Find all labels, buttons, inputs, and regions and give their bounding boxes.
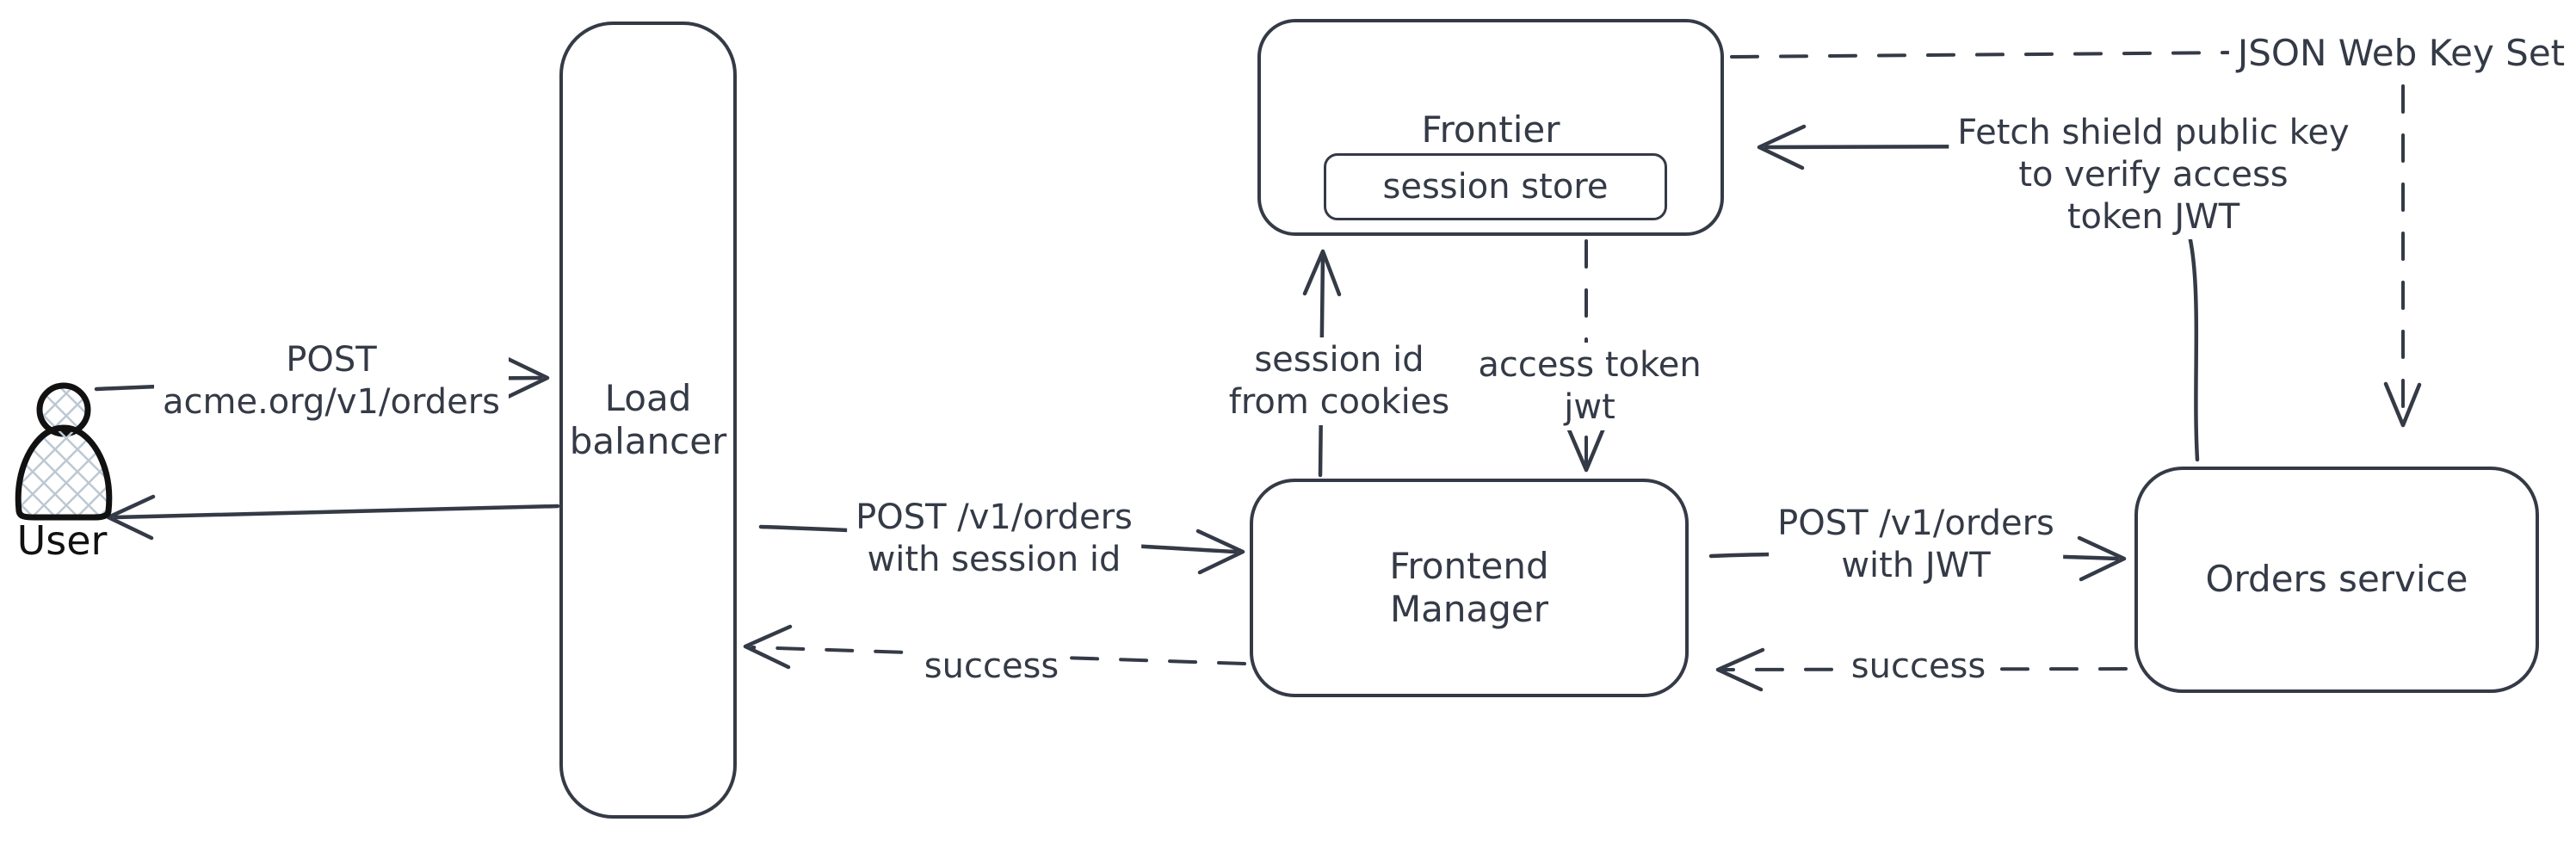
edge-label-success-orders: success [1842,644,1995,689]
edge-frontier-to-jwks-line [1730,51,2236,59]
node-frontier: Frontier session store [1257,19,1724,236]
arrowhead-down-jwks-to-orders [2383,381,2422,428]
edge-label-fetch-public-key: Fetch shield public key to verify access… [1949,110,2358,240]
user-icon [15,382,113,521]
arrowhead-left-orders-to-frontier [1757,124,1807,170]
arrowhead-down-frontier-to-fm [1566,425,1606,473]
arrowhead-left-lb-to-user [106,494,156,541]
arrowhead-left-fm-to-lb [743,624,793,670]
frontend-manager-label: Frontend Manager [1389,544,1549,630]
user-label: User [16,517,108,564]
jwks-label: JSON Web Key Set [2228,29,2574,77]
arrowhead-left-orders-to-fm [1715,647,1765,692]
edge-label-post-session-id: POST /v1/orders with session id [847,495,1141,583]
edge-label-post-jwt: POST /v1/orders with JWT [1769,501,2063,589]
arrowhead-right-user-to-lb [500,354,550,401]
arrowhead-up-fm-to-frontier [1302,249,1342,297]
edge-label-access-token-jwt: access token jwt [1469,343,1710,430]
session-store-label: session store [1382,167,1609,207]
load-balancer-label: Load balancer [569,376,727,462]
node-orders-service: Orders service [2134,467,2539,693]
orders-service-label: Orders service [2205,558,2468,601]
arrowhead-right-fm-to-orders [2077,535,2127,582]
frontier-label: Frontier [1421,108,1560,151]
arrowhead-right-lb-to-fm [1195,529,1245,575]
node-frontend-manager: Frontend Manager [1250,479,1689,697]
edge-label-post-orders: POST acme.org/v1/orders [154,337,509,425]
edge-lb-to-user-line [113,504,560,520]
node-session-store: session store [1324,153,1667,220]
node-load-balancer: Load balancer [559,22,737,819]
edge-label-session-id-cookies: session id from cookies [1220,337,1459,425]
edge-label-success-lb: success [915,644,1068,689]
